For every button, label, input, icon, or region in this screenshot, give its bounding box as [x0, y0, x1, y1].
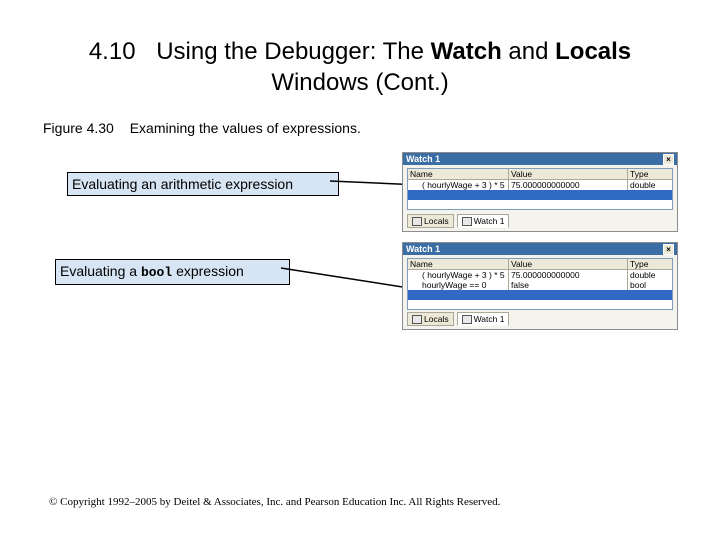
row-value: false — [509, 280, 628, 290]
locals-icon — [412, 314, 422, 324]
header-name[interactable]: Name — [408, 169, 509, 179]
table-row[interactable]: ( hourlyWage + 3 ) * 5 75.000000000000 d… — [408, 180, 672, 190]
row-type: double — [630, 180, 656, 190]
row-name: ( hourlyWage + 3 ) * 5 — [408, 180, 509, 190]
title-watch: Watch — [430, 38, 502, 65]
header-value[interactable]: Value — [509, 259, 628, 269]
tab-watch[interactable]: Watch 1 — [456, 214, 510, 228]
title-locals: Locals — [555, 38, 632, 65]
row-type: double — [630, 270, 656, 280]
header-value[interactable]: Value — [509, 169, 628, 179]
table-row-empty-selected[interactable] — [408, 290, 672, 300]
watch-header-row: Name Value Type — [408, 259, 672, 270]
callout-bool-prefix: Evaluating a — [60, 263, 138, 279]
close-icon[interactable]: × — [663, 154, 674, 165]
watch-title: Watch 1 — [406, 244, 441, 254]
tab-locals[interactable]: Locals — [407, 312, 454, 326]
arrow-bool — [280, 267, 424, 295]
header-type[interactable]: Type — [630, 259, 649, 269]
callout-bool: Evaluating a bool expression — [55, 259, 290, 285]
row-value-empty — [509, 290, 628, 300]
row-value: 75.000000000000 — [509, 180, 628, 190]
tab-locals[interactable]: Locals — [407, 214, 454, 228]
table-row-empty-selected[interactable] — [408, 190, 672, 200]
row-value: 75.000000000000 — [509, 270, 628, 280]
watch-titlebar: Watch 1 × — [403, 153, 677, 165]
table-row[interactable]: ( hourlyWage + 3 ) * 5 75.000000000000 d… — [408, 270, 672, 280]
row-name-empty — [408, 290, 509, 300]
watch-grid: Name Value Type ( hourlyWage + 3 ) * 5 7… — [407, 258, 673, 310]
callout-bool-suffix: expression — [176, 263, 244, 279]
figure-number: Figure 4.30 — [43, 120, 114, 136]
header-type[interactable]: Type — [630, 169, 649, 179]
tab-watch[interactable]: Watch 1 — [456, 312, 510, 326]
header-name[interactable]: Name — [408, 259, 509, 269]
callout-bool-code: bool — [140, 265, 173, 280]
tab-watch-label: Watch 1 — [473, 216, 505, 226]
watch-tabs: Locals Watch 1 — [407, 312, 673, 326]
row-name-empty — [408, 190, 509, 200]
title-and: and — [508, 38, 549, 65]
figure-caption: Figure 4.30 Examining the values of expr… — [43, 120, 361, 136]
tab-watch-label: Watch 1 — [473, 314, 505, 324]
tab-locals-label: Locals — [424, 314, 449, 324]
watch-icon — [461, 216, 472, 226]
figure-text: Examining the values of expressions. — [129, 120, 361, 136]
title-prefix: Using the Debugger: The — [156, 38, 424, 65]
table-row[interactable]: hourlyWage == 0 false bool — [408, 280, 672, 290]
slide-title: 4.10 Using the Debugger: The Watch and L… — [20, 36, 700, 98]
row-value-empty — [509, 190, 628, 200]
watch-tabs: Locals Watch 1 — [407, 214, 673, 228]
watch-window-arithmetic: Watch 1 × Name Value Type ( hourlyWage +… — [402, 152, 678, 232]
watch-window-bool: Watch 1 × Name Value Type ( hourlyWage +… — [402, 242, 678, 330]
watch-title: Watch 1 — [406, 154, 441, 164]
row-type-empty — [628, 190, 672, 200]
title-line-1: 4.10 Using the Debugger: The Watch and L… — [20, 36, 700, 67]
section-number: 4.10 — [88, 38, 136, 65]
row-type: bool — [630, 280, 647, 290]
copyright-footer: © Copyright 1992–2005 by Deitel & Associ… — [49, 496, 501, 508]
row-name: ( hourlyWage + 3 ) * 5 — [408, 270, 509, 280]
watch-titlebar: Watch 1 × — [403, 243, 677, 255]
watch-header-row: Name Value Type — [408, 169, 672, 180]
locals-icon — [412, 216, 422, 226]
callout-arithmetic: Evaluating an arithmetic expression — [67, 172, 339, 196]
watch-icon — [461, 314, 472, 324]
close-icon[interactable]: × — [663, 244, 674, 255]
row-type-empty — [628, 290, 672, 300]
watch-grid: Name Value Type ( hourlyWage + 3 ) * 5 7… — [407, 168, 673, 210]
tab-locals-label: Locals — [424, 216, 449, 226]
title-line-2: Windows (Cont.) — [271, 69, 449, 96]
row-name: hourlyWage == 0 — [408, 280, 509, 290]
